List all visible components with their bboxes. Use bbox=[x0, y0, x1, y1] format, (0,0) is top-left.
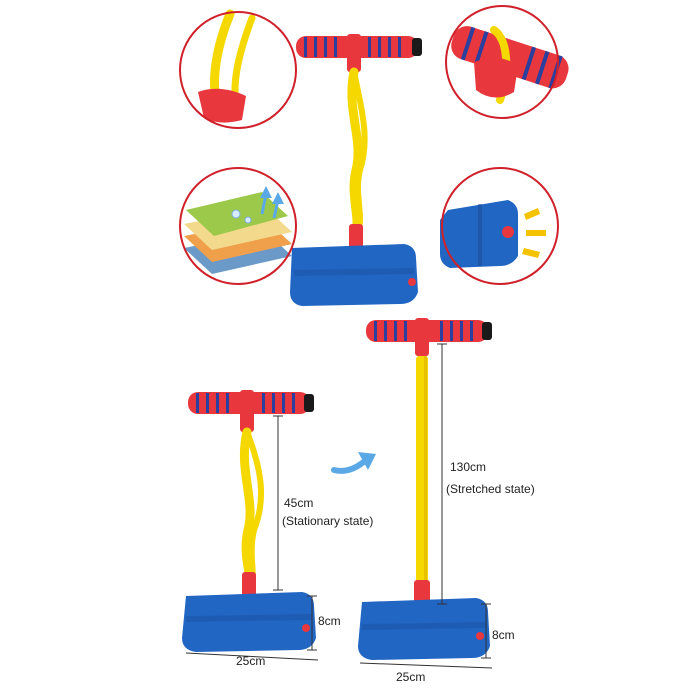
main-bungee-right bbox=[351, 69, 368, 235]
stationary-height-label: 45cm bbox=[284, 496, 314, 510]
stationary-state-label: (Stationary state) bbox=[282, 514, 374, 528]
stretched-state-label: (Stretched state) bbox=[446, 482, 535, 496]
main-pogo-jumper bbox=[290, 34, 422, 306]
main-handle-end-cap bbox=[412, 38, 422, 56]
callout-base-sound bbox=[440, 167, 559, 285]
right-base-height-label: 8cm bbox=[492, 628, 515, 642]
main-handle-clamp bbox=[347, 34, 361, 72]
stationary-pogo-jumper bbox=[182, 390, 319, 661]
main-handle-grip-stripes bbox=[304, 37, 401, 57]
left-base-height-label: 8cm bbox=[318, 614, 341, 628]
right-base-width-label: 25cm bbox=[396, 670, 426, 684]
stretch-arrow bbox=[331, 452, 376, 474]
main-bungee-left bbox=[347, 67, 363, 237]
stretched-height-label: 130cm bbox=[450, 460, 487, 474]
main-base-collar bbox=[349, 224, 363, 252]
left-base-width-label: 25cm bbox=[236, 654, 266, 668]
callout-bungee-detail bbox=[179, 9, 297, 129]
stretched-pogo-jumper bbox=[358, 318, 493, 669]
callout-handle-detail bbox=[445, 5, 569, 119]
main-base-sound-hole bbox=[408, 278, 416, 286]
main-foam-base bbox=[290, 244, 418, 306]
callout-foam-layers bbox=[179, 167, 297, 285]
sound-lines bbox=[522, 208, 546, 258]
